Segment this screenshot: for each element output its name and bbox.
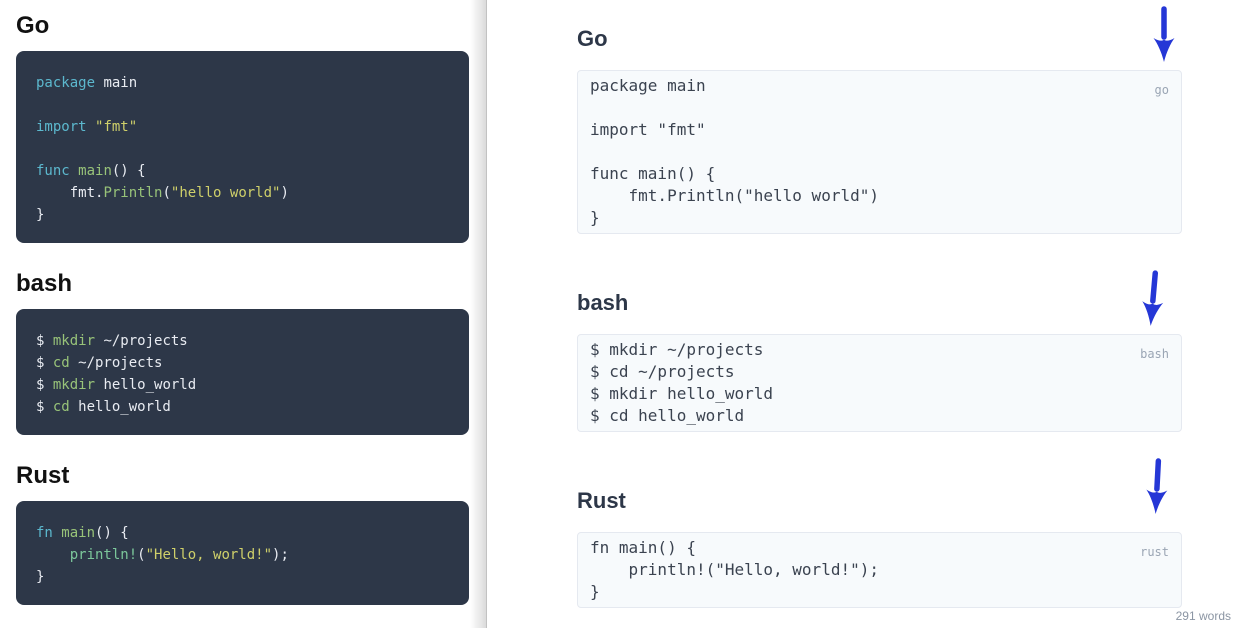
annotation-arrow-icon — [1142, 270, 1164, 326]
code-text: package main import "fmt" func main() { … — [590, 75, 1169, 229]
preview-code-block-go: go package main import "fmt" func main()… — [577, 70, 1182, 234]
code-text: fn main() { println!("Hello, world!"); } — [590, 537, 1169, 603]
preview-code-block-rust: rust fn main() { println!("Hello, world!… — [577, 532, 1182, 608]
language-badge: go — [1154, 83, 1169, 97]
code-content: package main import "fmt" func main() { … — [590, 76, 879, 227]
editor-content: Go package main import "fmt" func main()… — [0, 0, 469, 605]
pane-divider — [470, 0, 487, 628]
editor-code-block-go: package main import "fmt" func main() { … — [16, 51, 469, 243]
annotation-arrow-icon — [1146, 458, 1168, 514]
code-content: $ mkdir ~/projects $ cd ~/projects $ mkd… — [590, 340, 774, 425]
word-count-status: 291 words — [1175, 609, 1231, 623]
editor-code-block-bash: $ mkdir ~/projects$ cd ~/projects$ mkdir… — [16, 309, 469, 435]
code-text: $ mkdir ~/projects $ cd ~/projects $ mkd… — [590, 339, 1169, 427]
preview-code-block-bash: bash $ mkdir ~/projects $ cd ~/projects … — [577, 334, 1182, 432]
editor-pane[interactable]: Go package main import "fmt" func main()… — [0, 0, 487, 628]
preview-heading-go: Go — [577, 26, 608, 51]
language-badge: rust — [1140, 545, 1169, 559]
preview-pane[interactable]: Go go package main import "fmt" func mai… — [487, 0, 1235, 628]
preview-heading-rust: Rust — [577, 488, 626, 513]
editor-code-block-rust: fn main() { println!("Hello, world!");} — [16, 501, 469, 605]
editor-heading-bash: bash — [16, 270, 73, 297]
preview-content: Go go package main import "fmt" func mai… — [487, 0, 1182, 608]
language-badge: bash — [1140, 347, 1169, 361]
editor-heading-go: Go — [16, 12, 50, 39]
code-content: fn main() { println!("Hello, world!"); } — [590, 538, 879, 601]
annotation-arrow-icon — [1153, 6, 1175, 62]
editor-heading-rust: Rust — [16, 462, 70, 489]
preview-heading-bash: bash — [577, 290, 629, 315]
